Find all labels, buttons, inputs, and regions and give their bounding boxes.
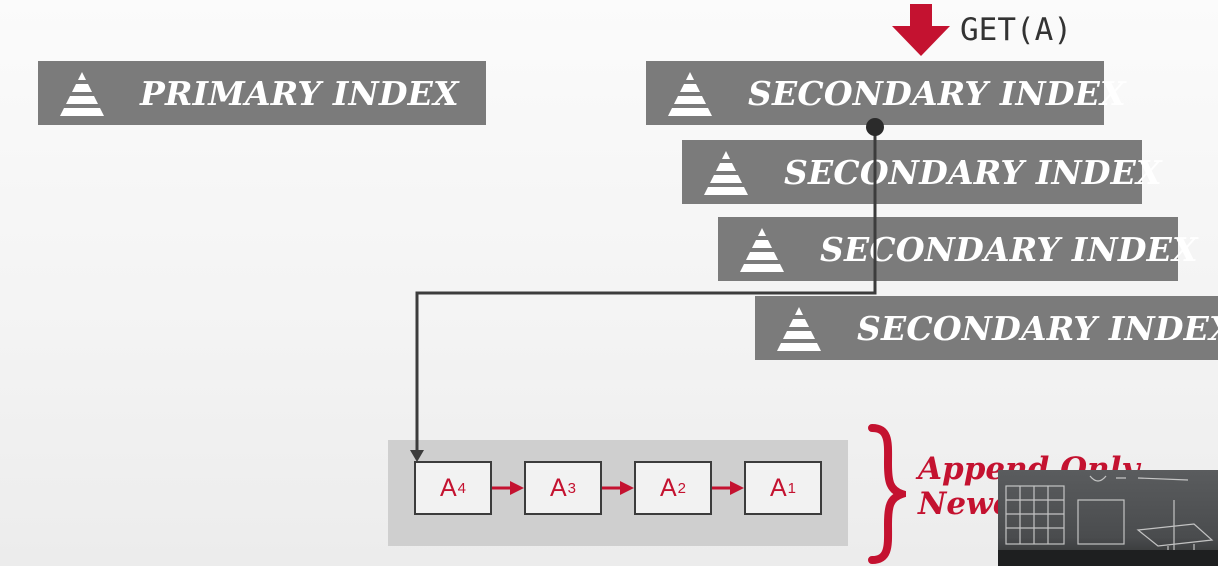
version-subscript: 2 [678,480,686,497]
curly-brace-icon [866,424,906,564]
pointer-origin-dot [866,118,884,136]
version-subscript: 1 [788,480,796,497]
version-subscript: 4 [458,480,466,497]
version-base: A [550,474,567,503]
version-base: A [440,474,457,503]
version-subscript: 3 [568,480,576,497]
chalkboard-image [998,470,1218,566]
version-base: A [770,474,787,503]
version-base: A [660,474,677,503]
webcam-inset [998,470,1218,566]
